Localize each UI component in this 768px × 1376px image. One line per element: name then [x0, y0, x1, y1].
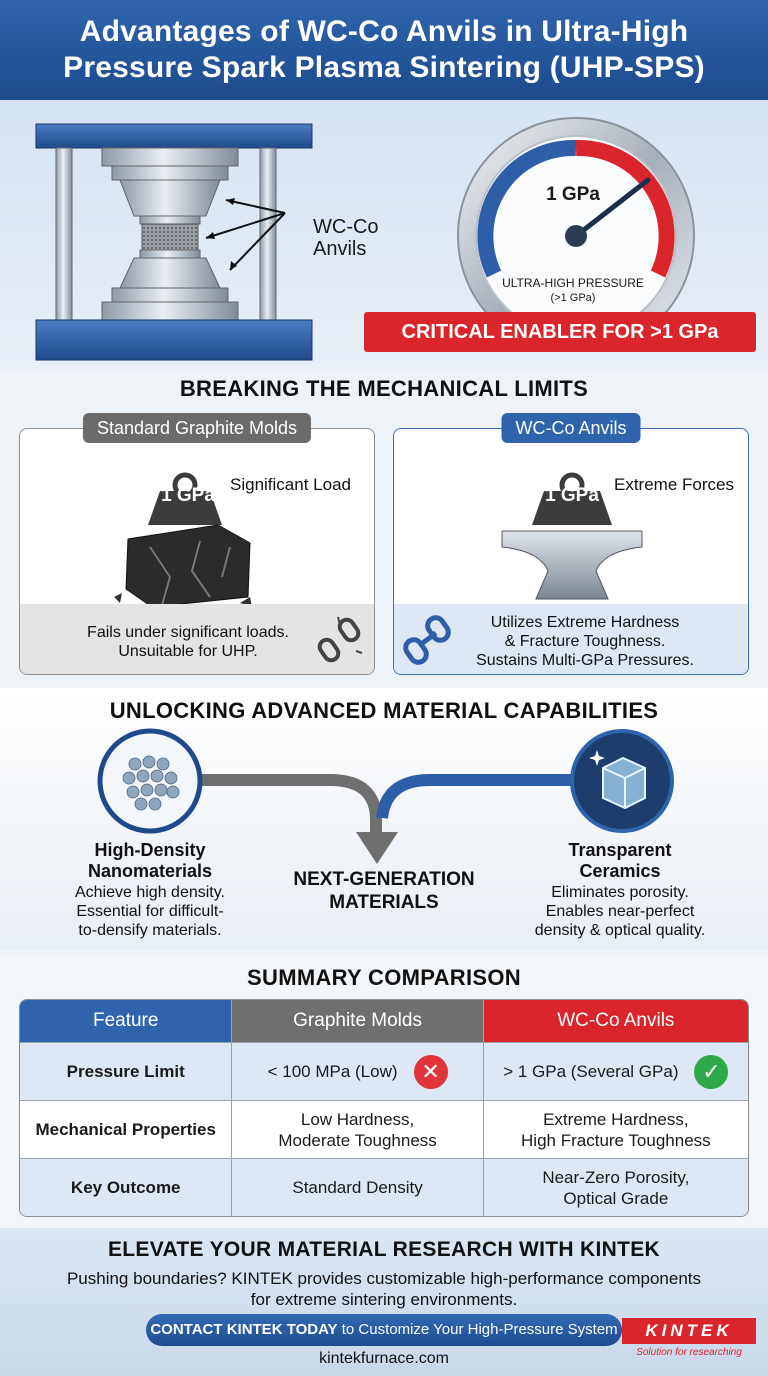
limits-title: BREAKING THE MECHANICAL LIMITS [179, 376, 589, 401]
press-illustration [35, 123, 313, 361]
cracked-block-icon [114, 472, 252, 607]
summary-title: SUMMARY COMPARISON [247, 965, 521, 990]
pressure-gauge [457, 117, 695, 334]
graphite-cell: Standard Density [231, 1158, 483, 1216]
wcco-cell: Near-Zero Porosity,Optical Grade [482, 1158, 748, 1216]
wcco-tag: WC-Co Anvils [501, 413, 641, 443]
wcco-cell: > 1 GPa (Several GPa)✓ [482, 1042, 748, 1100]
cta-body: Pushing boundaries? KINTEK provides cust… [66, 1269, 702, 1309]
wcco-panel: WC-Co Anvils 1 GPa Extreme Forces Utiliz… [393, 413, 749, 675]
row-label: Key Outcome [20, 1158, 232, 1216]
page-header: Advantages of WC-Co Anvils in Ultra-High… [0, 0, 768, 100]
header-feature: Feature [20, 1000, 232, 1042]
flow-arrows [190, 774, 590, 864]
graphite-tag: Standard Graphite Molds [82, 413, 312, 443]
anvil-label: WC-Co Anvils [313, 216, 379, 260]
cta-section [0, 1228, 768, 1376]
website-link[interactable]: kintekfurnace.com [319, 1350, 449, 1367]
ceramics-desc: Eliminates porosity. Enables near-perfec… [534, 884, 706, 939]
capabilities-title: UNLOCKING ADVANCED MATERIAL CAPABILITIES [109, 698, 659, 723]
contact-button[interactable]: CONTACT KINTEK TODAY to Customize Your H… [146, 1314, 622, 1346]
table-row: Mechanical Properties Low Hardness,Moder… [20, 1100, 748, 1158]
row-label: Pressure Limit [20, 1042, 232, 1100]
nanomaterials-title: High-Density Nanomaterials [87, 840, 213, 881]
title-line-1: Advantages of WC-Co Anvils in Ultra-High [79, 15, 689, 48]
broken-chain-icon [317, 616, 363, 663]
comparison-table: Feature Graphite Molds WC-Co Anvils Pres… [19, 999, 749, 1217]
chain-icon [403, 615, 451, 665]
graphite-panel: Standard Graphite Molds 1 GPa Significan… [19, 413, 375, 675]
wcco-panel-footer [394, 604, 748, 674]
brand-name: KINTEK [622, 1318, 756, 1344]
x-mark-icon: ✕ [413, 1054, 448, 1089]
graphite-foot-text: Fails under significant loads. Unsuitabl… [87, 624, 289, 660]
header-wcco: WC-Co Anvils [482, 1000, 748, 1042]
wcco-weight-label: 1 GPa [545, 485, 599, 506]
next-gen-label: NEXT-GENERATION MATERIALS [293, 869, 475, 913]
transparent-ceramic-icon [570, 729, 674, 833]
graphite-cell: < 100 MPa (Low)✕ [231, 1042, 483, 1100]
table-row: Pressure Limit < 100 MPa (Low)✕ > 1 GPa … [20, 1042, 748, 1100]
gauge-subcaption: (>1 GPa) [550, 292, 596, 304]
nanomaterial-icon [97, 728, 203, 834]
enabler-banner: CRITICAL ENABLER FOR >1 GPa [364, 312, 756, 352]
wcco-foot-text: Utilizes Extreme Hardness & Fracture Tou… [476, 614, 694, 669]
gauge-value: 1 GPa [546, 184, 600, 205]
graphite-weight-label: 1 GPa [161, 485, 215, 506]
graphite-cell: Low Hardness,Moderate Toughness [231, 1100, 483, 1158]
title-line-2: Pressure Spark Plasma Sintering (UHP-SPS… [63, 51, 705, 84]
check-mark-icon: ✓ [694, 1054, 729, 1089]
table-header-row: Feature Graphite Molds WC-Co Anvils [20, 1000, 748, 1042]
header-graphite: Graphite Molds [231, 1000, 483, 1042]
nanomaterials-desc: Achieve high density. Essential for diff… [74, 884, 225, 939]
cta-title: ELEVATE YOUR MATERIAL RESEARCH WITH KINT… [107, 1238, 660, 1261]
anvil-icon [501, 472, 643, 600]
gauge-caption: ULTRA-HIGH PRESSURE [502, 276, 644, 290]
kintek-logo[interactable]: KINTEK Solution for researching [622, 1316, 756, 1364]
graphite-panel-footer [20, 604, 374, 674]
wcco-load-label: Extreme Forces [614, 475, 734, 494]
wcco-cell: Extreme Hardness,High Fracture Toughness [482, 1100, 748, 1158]
brand-tagline: Solution for researching [636, 1347, 742, 1358]
row-label: Mechanical Properties [20, 1100, 232, 1158]
ceramics-title: Transparent Ceramics [568, 840, 672, 881]
page-title: Advantages of WC-Co Anvils in Ultra-High… [0, 14, 768, 86]
graphite-load-label: Significant Load [230, 475, 351, 494]
table-row: Key Outcome Standard Density Near-Zero P… [20, 1158, 748, 1216]
